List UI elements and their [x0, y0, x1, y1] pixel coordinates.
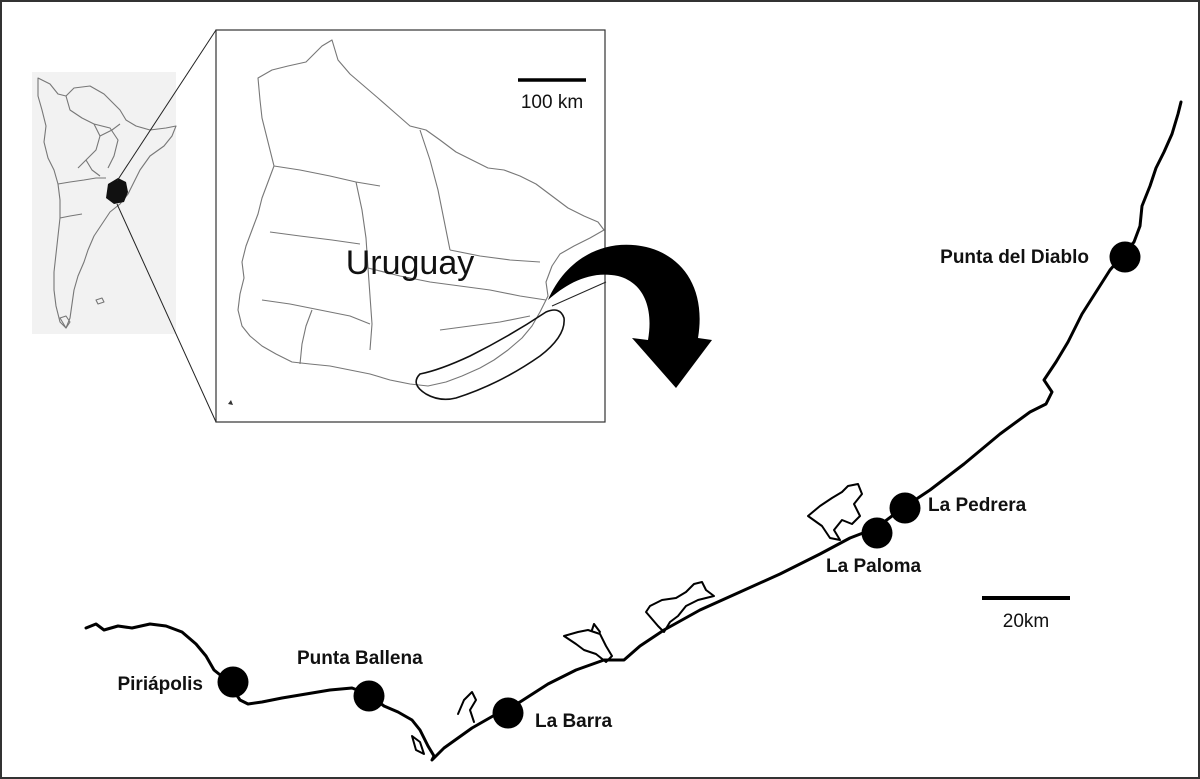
site-label-punta-del-diablo: Punta del Diablo [940, 247, 1089, 268]
study-area-leader [551, 281, 607, 307]
uruguay-outline [237, 39, 605, 387]
country-label: Uruguay [346, 244, 475, 282]
site-marker-la-barra [492, 697, 524, 729]
uruguay-internal-boundaries [261, 129, 547, 365]
southern-islands [59, 297, 105, 329]
curved-arrow-icon [548, 244, 712, 388]
south-america-inset-background [32, 72, 176, 334]
site-marker-punta-ballena [353, 680, 385, 712]
lagoon-jose-ignacio [563, 623, 613, 663]
lagoon-rocha [807, 483, 863, 541]
site-label-piriapolis: Piriápolis [117, 674, 203, 695]
uruguay-inset-frame [215, 29, 606, 423]
zoom-line-top [116, 29, 217, 182]
site-label-la-barra: La Barra [535, 711, 613, 732]
site-marker-la-paloma [861, 517, 893, 549]
site-marker-piriapolis [217, 666, 249, 698]
zoom-line-bottom [116, 203, 217, 423]
punta-del-este-peninsula [457, 691, 477, 723]
coastline-map: Punta del Diablo La Pedrera La Paloma Pi… [84, 100, 1183, 762]
uruguay-inset: Uruguay 100 km [215, 29, 607, 423]
inset-scale-label: 100 km [521, 92, 583, 113]
site-marker-la-pedrera [889, 492, 921, 524]
south-america-borders [57, 95, 121, 219]
south-america-inset [32, 72, 177, 334]
small-island-marker [228, 400, 233, 405]
study-area-outline [415, 309, 565, 401]
site-label-la-pedrera: La Pedrera [928, 495, 1027, 516]
site-marker-punta-del-diablo [1109, 241, 1141, 273]
south-america-outline [37, 77, 177, 329]
site-label-la-paloma: La Paloma [826, 556, 921, 577]
main-scale-label: 20km [1003, 611, 1049, 632]
laguna-del-sauce [411, 735, 425, 755]
uruguay-locator [106, 178, 128, 204]
lagoon-garzon [645, 581, 715, 633]
site-label-punta-ballena: Punta Ballena [297, 648, 423, 669]
